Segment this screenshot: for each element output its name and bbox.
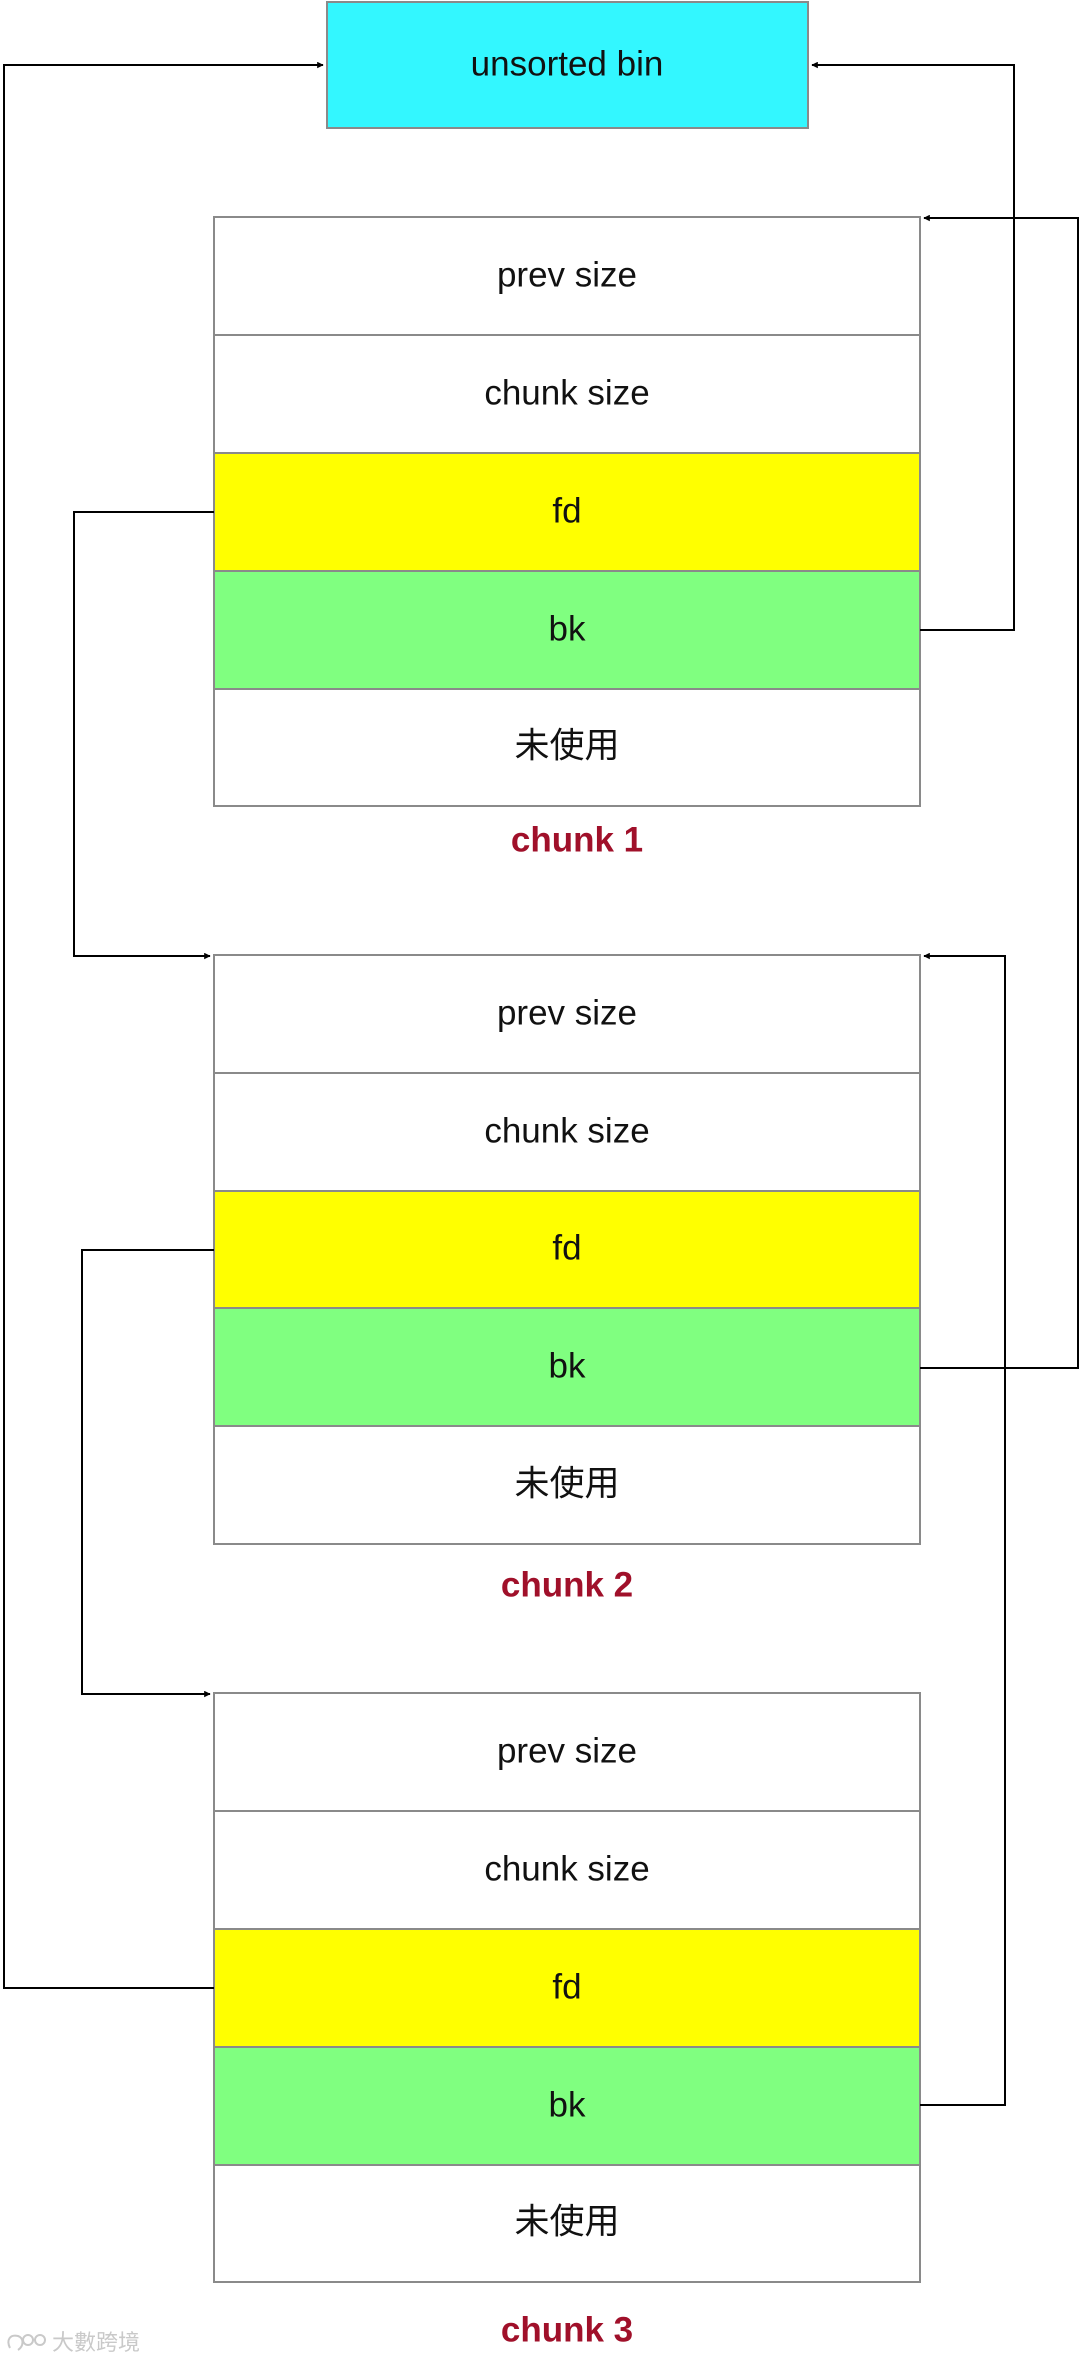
chunk-3-caption: chunk 3 [501,2310,633,2349]
chunk-1-caption: chunk 1 [511,820,643,859]
watermark-text: 大數跨境 [52,2331,140,2356]
chunk-2-bk-to-chunk-1-arrow [920,214,1079,1369]
chunk-3-fd-to-unsorted-bin-arrow [3,61,324,1989]
chunk-1: prev size chunk size fd bk 未使用 chunk 1 [213,216,921,859]
chunk-1-bk-label: bk [549,609,586,648]
chunk-3-fd-cell [213,1928,921,2048]
chunk-2-chunk-size-label: chunk size [484,1111,649,1150]
chunk-1-unused-cell [213,688,921,807]
chunk-3-bk-cell [213,2046,921,2166]
chunk-1-bk-to-unsorted-bin-arrow [811,61,1015,631]
chunk-2-prev-size-label: prev size [497,993,637,1032]
watermark: 大數跨境 [7,2331,140,2356]
chunk-2-bk-label: bk [549,1346,586,1385]
chunk-1-chunk-size-cell [213,334,921,454]
chunk-2: prev size chunk size fd bk 未使用 chunk 2 [213,954,921,1604]
chunk-3-fd-label: fd [552,1967,581,2006]
chunk-3-prev-size-label: prev size [497,1731,637,1770]
chunk-3-unused-cell [213,2164,921,2283]
unsorted-bin-label: unsorted bin [471,44,664,83]
chunk-3-chunk-size-cell [213,1810,921,1930]
chunk-2-bk-cell [213,1307,921,1427]
unsorted-bin-box [326,1,809,129]
pointer-arrows [3,61,1079,2106]
chunk-1-bk-cell [213,570,921,690]
chunk-3: prev size chunk size fd bk 未使用 chunk 3 [213,1692,921,2349]
chunk-3-bk-to-chunk-2-arrow [920,952,1006,2106]
chunk-2-fd-to-chunk-3-arrow [81,1249,214,1698]
chunk-2-unused-cell [213,1425,921,1545]
chunk-1-unused-label: 未使用 [514,726,619,765]
chunk-3-prev-size-cell [213,1692,921,1812]
chunk-1-fd-cell [213,452,921,572]
chunk-1-prev-size-cell [213,216,921,336]
chunk-1-fd-to-chunk-2-arrow [73,511,214,960]
chunk-3-chunk-size-label: chunk size [484,1849,649,1888]
chunk-1-chunk-size-label: chunk size [484,373,649,412]
chunk-2-chunk-size-cell [213,1072,921,1192]
chunk-3-bk-label: bk [549,2085,586,2124]
chunk-2-unused-label: 未使用 [514,1464,619,1503]
chunk-2-fd-label: fd [552,1228,581,1267]
chunk-1-prev-size-label: prev size [497,255,637,294]
chunk-1-fd-label: fd [552,491,581,530]
unsorted-bin-head: unsorted bin [326,1,809,129]
chunk-2-caption: chunk 2 [501,1565,633,1604]
logo-icon [7,2334,46,2351]
chunk-3-unused-label: 未使用 [514,2202,619,2241]
